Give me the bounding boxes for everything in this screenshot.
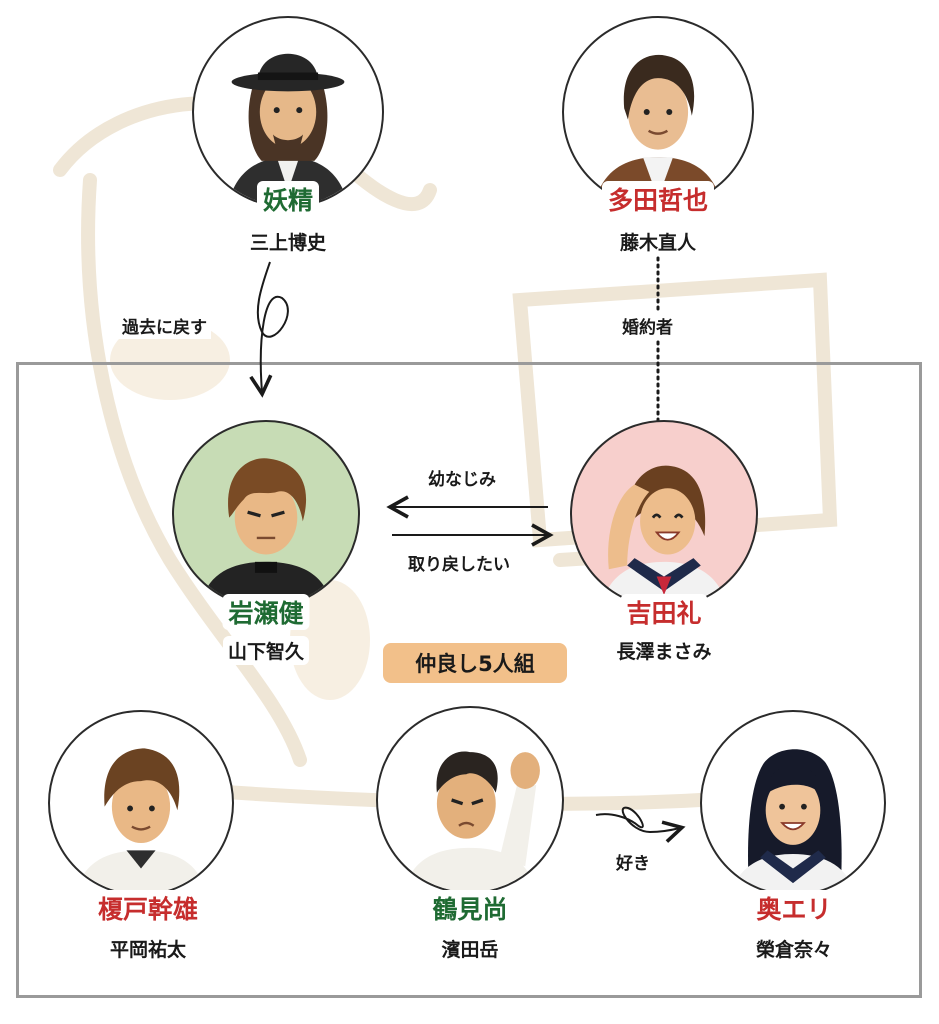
portrait-student-boy-icon bbox=[199, 458, 333, 606]
edge-label-tada-yoshida: 婚約者 bbox=[618, 312, 677, 339]
group-frame bbox=[16, 362, 922, 998]
avatar bbox=[562, 16, 754, 208]
edge-yousei-iwase bbox=[249, 261, 289, 398]
portrait-saluting-girl-icon bbox=[601, 465, 727, 606]
portrait-long-hair-girl-icon bbox=[731, 749, 855, 894]
avatar bbox=[700, 710, 886, 896]
avatar bbox=[376, 706, 564, 894]
actor-name: 長澤まさみ bbox=[611, 636, 717, 665]
portrait-hat-man-icon bbox=[227, 53, 349, 206]
actor-name: 三上博史 bbox=[244, 227, 332, 256]
role-name: 妖精 bbox=[256, 181, 320, 217]
role-name: 奥エリ bbox=[750, 890, 838, 926]
actor-name: 榮倉奈々 bbox=[750, 934, 838, 963]
edge-tsurumi-oku bbox=[595, 806, 686, 843]
role-name: 岩瀬健 bbox=[222, 594, 310, 630]
role-name: 鶴見尚 bbox=[426, 890, 514, 926]
actor-name: 山下智久 bbox=[222, 636, 310, 665]
actor-name: 平岡祐太 bbox=[104, 934, 192, 963]
edge-label-iwase-yoshida: 取り戻したい bbox=[404, 549, 514, 576]
avatar bbox=[570, 420, 758, 608]
role-name: 吉田礼 bbox=[620, 594, 708, 630]
avatar bbox=[192, 16, 384, 208]
avatar bbox=[172, 420, 360, 608]
edge-label-yousei-iwase: 過去に戻す bbox=[118, 312, 211, 339]
portrait-hand-raised-boy-icon bbox=[403, 751, 540, 892]
edge-label-tsurumi-oku: 好き bbox=[612, 848, 654, 875]
portrait-shirt-boy-icon bbox=[75, 748, 207, 894]
avatar bbox=[48, 710, 234, 896]
actor-name: 濱田岳 bbox=[436, 934, 504, 963]
role-name: 榎戸幹雄 bbox=[91, 890, 205, 926]
group-label-badge: 仲良し5人組 bbox=[383, 643, 567, 683]
role-name: 多田哲也 bbox=[601, 181, 715, 217]
portrait-jacket-man-icon bbox=[594, 54, 722, 206]
edge-label-yoshida-iwase: 幼なじみ bbox=[424, 464, 500, 491]
actor-name: 藤木直人 bbox=[614, 227, 702, 256]
